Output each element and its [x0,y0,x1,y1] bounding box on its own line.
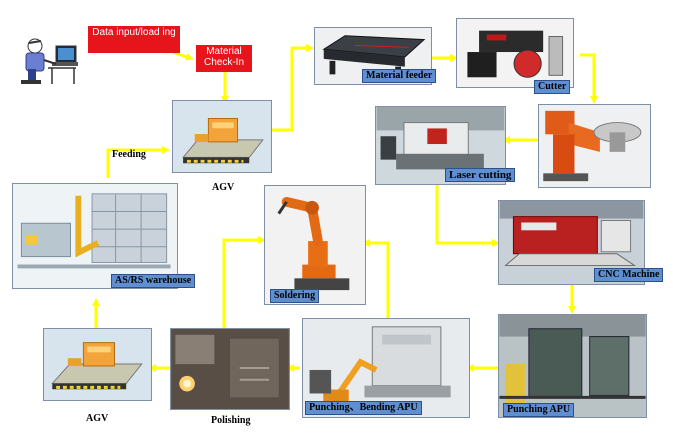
punching-apu-image [498,314,647,418]
data-input-label: Data input/load ing [92,27,176,38]
agv-top-illustration [182,118,264,164]
material-feeder-illustration [322,35,426,79]
arrow-asrs-to-agvtop [106,146,170,178]
grinder-illustration [543,110,642,182]
punching-apu-label: Punching APU [503,403,575,417]
laser-cutting-image [375,106,506,185]
as-rs-warehouse-label: AS/RS warehouse [111,274,196,288]
feeding-label: Feeding [112,149,146,160]
polishing-workshop-illustration [171,329,289,409]
cutter-image [456,18,574,88]
punching-bending-illustration [309,326,451,406]
agv-top-label: AGV [212,182,235,193]
check-in-box: Material Check-In [196,45,252,72]
arrow-polishing-to-soldering [222,236,266,328]
laser-cutting-label: Laser cutting [445,168,516,182]
laser-cutting-illustration [376,107,505,170]
agv-bottom-image [43,328,152,401]
cnc-machine-label: CNC Machine [594,268,664,282]
agv-bottom-illustration [51,342,143,390]
as-rs-warehouse-image [12,183,178,289]
punching-apu-illustration [499,315,646,404]
cutter-illustration [467,30,564,78]
person-at-computer-icon [21,38,78,84]
arrow-bending-to-soldering [362,239,390,318]
cnc-machine-illustration [499,201,644,266]
arrow-laser-to-cnc [435,185,500,247]
agv-bottom-label: AGV [86,413,109,424]
soldering-robot-illustration [277,196,350,291]
as-rs-warehouse-illustration [17,193,171,269]
polishing-label: Polishing [211,415,251,426]
punching-bending-apu-label: Punching、Bending APU [305,401,422,415]
arrow-cutter-to-grinder [580,53,598,104]
soldering-label: Soldering [270,289,320,303]
cutter-label: Cutter [534,80,571,94]
material-feeder-label: Material feeder [362,69,437,83]
grinder-machine-image [538,104,651,188]
arrow-agv-to-feeder [272,44,314,132]
agv-top-image [172,100,272,173]
polishing-image [170,328,290,410]
check-in-label: Material Check-In [203,46,244,68]
data-input-box: Data input/load ing [88,26,180,53]
soldering-image [264,185,366,305]
